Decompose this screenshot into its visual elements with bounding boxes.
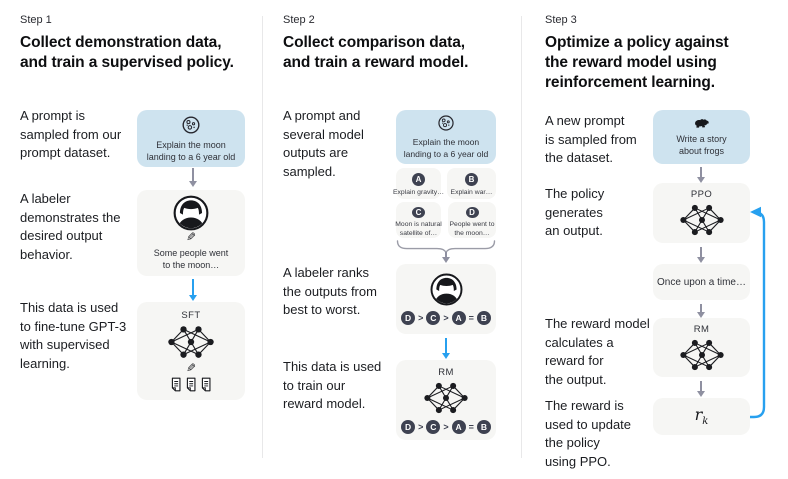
neural-network-icon <box>679 339 724 370</box>
column-divider <box>262 16 263 458</box>
down-arrow-icon <box>445 252 447 257</box>
ranking-row: D>C>A=B <box>401 419 491 434</box>
ppo-label: PPO <box>690 189 713 200</box>
step3-output-box: Once upon a time… <box>653 264 750 300</box>
pencil-icon: ✎ <box>185 361 197 375</box>
document-icon <box>186 377 196 392</box>
labeler-avatar-icon <box>430 273 462 306</box>
step3-label: Step 3 <box>545 14 577 26</box>
step1-title: Collect demonstration data, and train a … <box>20 34 234 71</box>
document-icon <box>201 377 211 392</box>
down-arrow-icon <box>700 304 702 312</box>
pencil-icon: ✎ <box>185 230 197 244</box>
neural-network-icon <box>679 204 724 236</box>
neural-network-icon <box>168 326 214 358</box>
moon-icon <box>438 115 454 131</box>
down-arrow-icon <box>445 338 447 353</box>
labeler-avatar-icon <box>173 195 209 231</box>
step3-rm-box: RM <box>653 318 750 377</box>
down-arrow-icon <box>192 168 194 181</box>
step2-rank-box: D>C>A=B <box>396 264 496 334</box>
rm-label: RM <box>438 366 454 378</box>
column-divider <box>521 16 522 458</box>
sft-label: SFT <box>181 310 201 321</box>
moon-icon <box>182 115 200 134</box>
output-card-b: B Explain war… <box>447 168 496 199</box>
step1-label: Step 1 <box>20 14 52 26</box>
reward-value: rk <box>694 405 709 428</box>
step1-sft-box: SFT ✎ <box>137 302 245 400</box>
ranking-row: D>C>A=B <box>401 311 491 325</box>
down-arrow-icon <box>700 167 702 177</box>
step2-title: Collect comparison data,and train a rewa… <box>283 34 469 71</box>
document-icon <box>171 377 181 392</box>
output-text: Once upon a time… <box>657 276 746 288</box>
step3-ppo-box: PPO <box>653 183 750 243</box>
down-arrow-icon <box>700 247 702 257</box>
step2-label: Step 2 <box>283 14 315 26</box>
step3-reward-box: rk <box>653 398 750 435</box>
rm-label: RM <box>693 323 710 335</box>
down-arrow-icon <box>700 381 702 391</box>
neural-network-icon <box>424 382 468 413</box>
output-card-a: A Explain gravity… <box>393 168 444 199</box>
frog-icon <box>695 119 709 128</box>
feedback-loop-arrow-icon <box>750 206 766 419</box>
step2-rm-box: RM D>C>A=B <box>396 360 496 440</box>
documents-icon <box>170 377 212 392</box>
down-arrow-icon <box>192 279 194 295</box>
